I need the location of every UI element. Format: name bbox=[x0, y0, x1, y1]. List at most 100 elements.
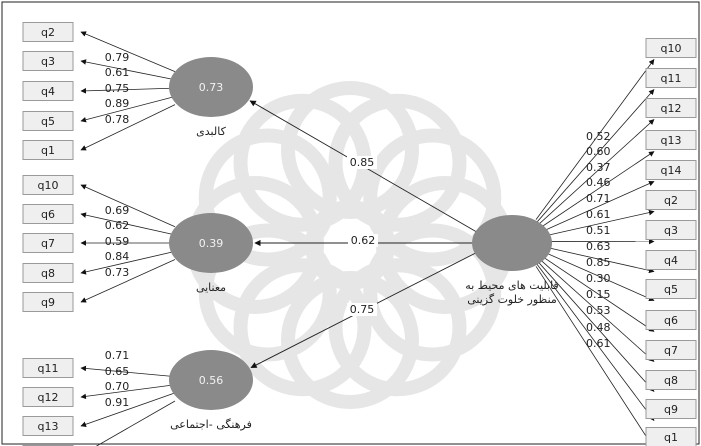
loading-arrow bbox=[535, 59, 655, 220]
loading-value: 0.71 bbox=[586, 192, 611, 205]
loading-value: 0.53 bbox=[586, 304, 611, 317]
central-label-line1: قابلیت های محیط به bbox=[465, 279, 558, 292]
loading-arrow bbox=[535, 255, 655, 362]
loading-arrow bbox=[80, 365, 176, 378]
watermark-petal bbox=[363, 223, 502, 362]
watermark-petal bbox=[198, 128, 337, 267]
loading-arrow bbox=[80, 392, 176, 427]
indicator-label: q12 bbox=[661, 102, 682, 115]
loading-value: 0.85 bbox=[586, 256, 611, 269]
loading-arrow bbox=[535, 119, 655, 228]
loading-arrow bbox=[535, 89, 655, 224]
indicator-box bbox=[645, 279, 697, 299]
loading-arrow bbox=[80, 384, 176, 400]
indicator-label: q1 bbox=[664, 431, 678, 444]
latent-ellipse-physical bbox=[169, 57, 253, 117]
loading-arrow bbox=[535, 244, 655, 274]
r-squared-semantic: 0.39 bbox=[199, 237, 224, 250]
loading-value: 0.84 bbox=[105, 250, 130, 263]
indicator-box bbox=[22, 81, 74, 101]
indicator-label: q13 bbox=[38, 420, 59, 433]
loading-value: 0.61 bbox=[586, 208, 611, 221]
indicator-box bbox=[22, 263, 74, 283]
indicator-label: q13 bbox=[661, 134, 682, 147]
loading-value: 0.91 bbox=[105, 396, 130, 409]
indicator-label: q7 bbox=[41, 237, 55, 250]
loading-arrow bbox=[535, 248, 655, 302]
loading-value: 0.61 bbox=[105, 66, 130, 79]
indicator-label: q6 bbox=[664, 314, 678, 327]
path-coefficient-cultural: 0.75 bbox=[350, 303, 375, 316]
loading-arrow bbox=[80, 259, 176, 303]
indicator-box bbox=[22, 204, 74, 224]
indicator-label: q5 bbox=[664, 283, 678, 296]
indicator-box bbox=[22, 175, 74, 195]
r-squared-cultural: 0.56 bbox=[199, 374, 224, 387]
indicator-box bbox=[22, 140, 74, 160]
loading-arrow bbox=[80, 251, 176, 275]
indicator-label: q9 bbox=[41, 296, 55, 309]
indicator-label: q7 bbox=[664, 344, 678, 357]
watermark-petal bbox=[328, 93, 467, 232]
latent-ellipse-cultural bbox=[169, 350, 253, 410]
loading-arrow bbox=[80, 87, 176, 94]
indicator-label: q9 bbox=[664, 403, 678, 416]
indicator-box bbox=[645, 130, 697, 150]
indicator-box bbox=[645, 190, 697, 210]
loading-value: 0.71 bbox=[105, 349, 130, 362]
indicator-box bbox=[22, 358, 74, 378]
loading-arrow bbox=[80, 104, 176, 151]
loading-value: 0.75 bbox=[105, 82, 130, 95]
indicator-label: q3 bbox=[664, 224, 678, 237]
indicator-box bbox=[645, 98, 697, 118]
indicator-box bbox=[22, 416, 74, 436]
indicator-label: q5 bbox=[41, 115, 55, 128]
loading-arrow bbox=[80, 31, 176, 72]
watermark-petal bbox=[363, 128, 502, 267]
nodes bbox=[22, 22, 697, 446]
loading-value: 0.89 bbox=[105, 97, 130, 110]
indicator-label: q8 bbox=[41, 267, 55, 280]
indicator-box bbox=[22, 292, 74, 312]
indicator-label: q2 bbox=[664, 194, 678, 207]
loading-value: 0.37 bbox=[586, 161, 611, 174]
indicator-label: q4 bbox=[41, 85, 55, 98]
loading-value: 0.69 bbox=[105, 204, 130, 217]
indicator-box bbox=[645, 68, 697, 88]
r-squared-physical: 0.73 bbox=[199, 81, 224, 94]
path-coefficient-physical: 0.85 bbox=[350, 156, 375, 169]
indicator-box bbox=[645, 340, 697, 360]
indicator-box bbox=[645, 370, 697, 390]
watermark-center bbox=[305, 200, 395, 290]
indicator-label: q8 bbox=[664, 374, 678, 387]
loading-arrow bbox=[535, 266, 655, 446]
loading-value: 0.73 bbox=[105, 266, 130, 279]
loading-arrow bbox=[80, 184, 176, 228]
indicator-label: q2 bbox=[41, 26, 55, 39]
indicator-box bbox=[645, 427, 697, 446]
latent-label-cultural: فرهنگی -اجتماعی bbox=[170, 418, 252, 431]
loading-value: 0.78 bbox=[105, 113, 130, 126]
loading-value: 0.30 bbox=[586, 272, 611, 285]
indicator-box bbox=[22, 387, 74, 407]
indicator-label: q10 bbox=[661, 42, 682, 55]
indicator-box bbox=[22, 51, 74, 71]
indicator-label: q14 bbox=[661, 164, 682, 177]
indicator-box bbox=[22, 111, 74, 131]
indicator-label: q11 bbox=[661, 72, 682, 85]
loading-value: 0.62 bbox=[105, 219, 130, 232]
loading-value: 0.48 bbox=[586, 321, 611, 334]
loading-value: 0.60 bbox=[586, 145, 611, 158]
loading-arrow bbox=[535, 262, 655, 421]
indicator-box bbox=[645, 160, 697, 180]
loading-arrow bbox=[95, 400, 176, 446]
loading-value: 0.51 bbox=[586, 224, 611, 237]
loading-value: 0.46 bbox=[586, 176, 611, 189]
indicator-box bbox=[645, 220, 697, 240]
loading-value: 0.63 bbox=[586, 240, 611, 253]
indicator-label: q6 bbox=[41, 208, 55, 221]
